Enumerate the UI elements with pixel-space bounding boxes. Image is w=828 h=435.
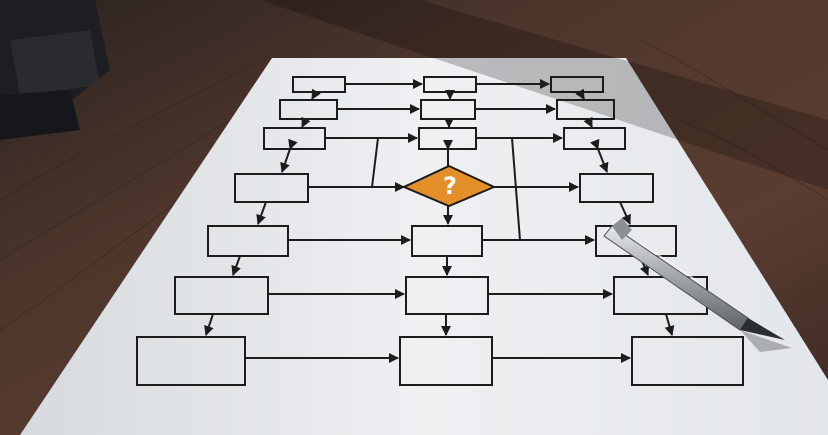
question-mark-symbol: ? bbox=[443, 172, 457, 200]
pen bbox=[603, 218, 792, 352]
flowchart bbox=[136, 76, 744, 386]
paper-sheet bbox=[20, 58, 828, 435]
wood-grain bbox=[0, 39, 828, 331]
shadow-band bbox=[260, 0, 828, 190]
decision-diamond bbox=[401, 164, 497, 208]
office-chair bbox=[0, 0, 110, 140]
